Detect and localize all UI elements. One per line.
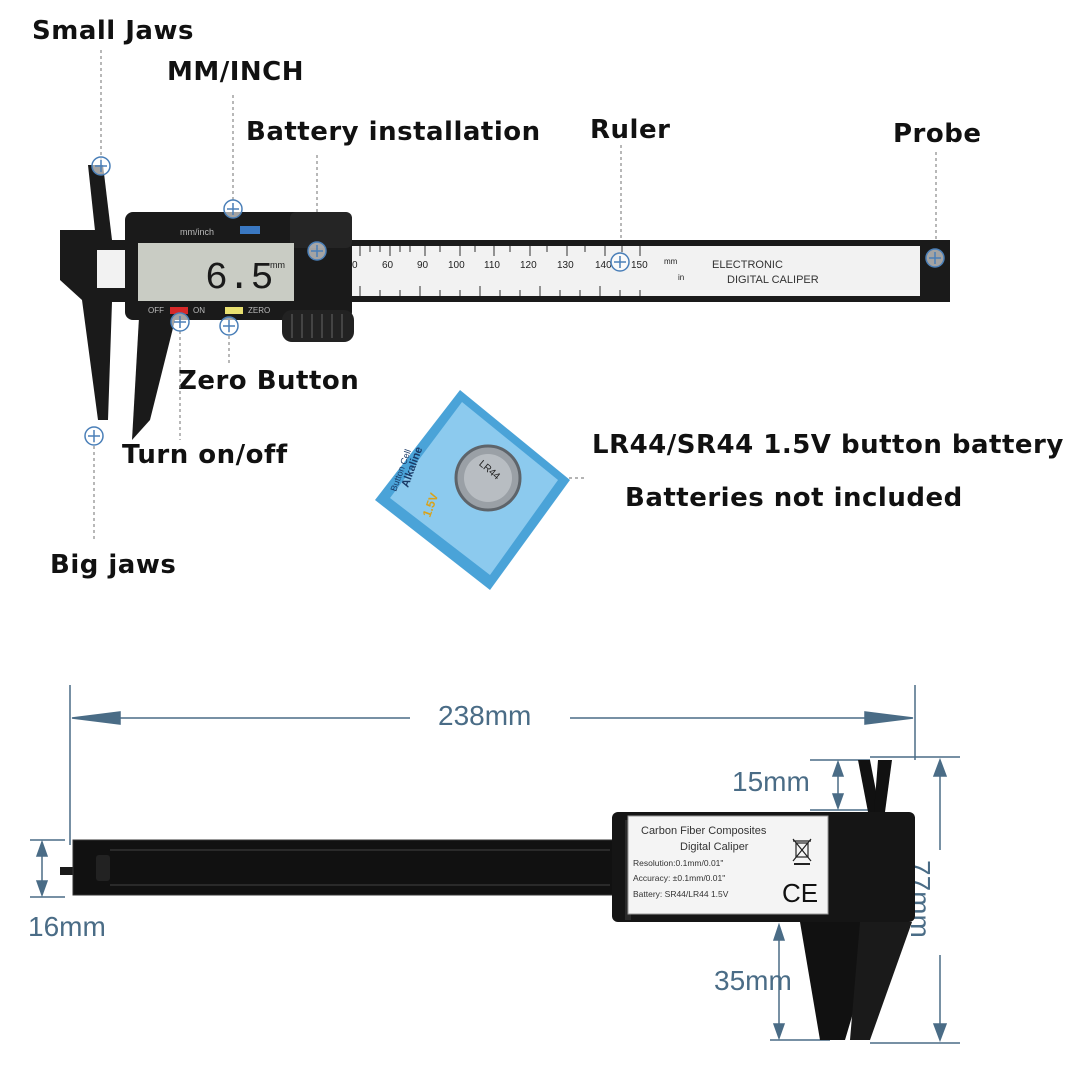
spec-line-5: Battery: SR44/LR44 1.5V	[633, 889, 729, 899]
scale-mark-100: 100	[448, 260, 465, 271]
scale-mark-140: 140	[595, 260, 612, 271]
on-label: ON	[193, 306, 205, 315]
scale-mark-0: 0	[352, 260, 358, 271]
thickness-dimension-label: 16mm	[28, 911, 106, 942]
battery-installation-label: Battery installation	[246, 117, 541, 147]
zero-button-label: Zero Button	[178, 366, 360, 396]
small-jaws-label: Small Jaws	[32, 16, 194, 46]
mode-label: mm/inch	[180, 227, 214, 237]
spec-line-3: Resolution:0.1mm/0.01"	[633, 858, 723, 868]
big-jaws-label: Big jaws	[50, 550, 177, 580]
battery-pack: LR44 Alkaline Button Cell 1.5V	[375, 390, 570, 590]
ruler-scale	[350, 246, 920, 296]
lcd-reading: 6.5	[205, 257, 273, 300]
ce-mark: CE	[782, 878, 818, 908]
thumb-wheel	[282, 310, 354, 342]
scale-mark-150: 150	[631, 260, 648, 271]
ruler-label: Ruler	[590, 115, 671, 145]
scale-mark-60: 60	[382, 260, 394, 271]
length-dimension-label: 238mm	[438, 700, 532, 731]
spec-line-1: Carbon Fiber Composites	[641, 825, 767, 837]
zero-label: ZERO	[248, 306, 270, 315]
spec-line-2: Digital Caliper	[680, 841, 749, 853]
spec-label	[627, 815, 829, 915]
scale-mark-90: 90	[417, 260, 429, 271]
scale-mark-120: 120	[520, 260, 537, 271]
small-jaw-dimension-label: 15mm	[732, 766, 810, 797]
small-jaw	[88, 165, 112, 240]
batteries-note-label: Batteries not included	[625, 483, 963, 513]
zero-button[interactable]	[225, 307, 243, 314]
scale-mark-110: 110	[484, 260, 500, 271]
ruler-scale-left	[97, 250, 127, 288]
lcd-screen	[138, 243, 294, 301]
dimension-lines	[30, 685, 960, 1044]
fixed-big-jaw	[60, 230, 112, 420]
probe-label: Probe	[893, 119, 982, 149]
spec-label-text: Carbon Fiber Composites Digital Caliper …	[633, 825, 818, 908]
ruler-ticks	[359, 246, 641, 296]
off-label: OFF	[148, 306, 164, 315]
power-button[interactable]	[170, 307, 188, 314]
brand-line-1: ELECTRONIC	[712, 259, 783, 271]
sliding-big-jaw	[132, 300, 180, 440]
ruler-numerals: 0 60 90 100 110 120 130 140 150 mm in	[352, 257, 684, 282]
weee-bin-icon	[792, 838, 812, 865]
battery-type-label: LR44/SR44 1.5V button battery	[592, 430, 1064, 460]
thumb-wheel-grip	[291, 314, 343, 338]
scale-unit-in: in	[678, 273, 684, 282]
mode-button[interactable]	[240, 226, 260, 234]
battery-door	[290, 212, 352, 248]
scale-mark-130: 130	[557, 260, 574, 271]
brand-line-2: DIGITAL CALIPER	[727, 274, 819, 286]
spec-line-4: Accuracy: ±0.1mm/0.01"	[633, 873, 725, 883]
turn-on-off-label: Turn on/off	[122, 440, 288, 470]
scale-unit-mm: mm	[664, 257, 678, 266]
mm-inch-label: MM/INCH	[167, 57, 305, 87]
lcd-unit: mm	[270, 260, 285, 270]
